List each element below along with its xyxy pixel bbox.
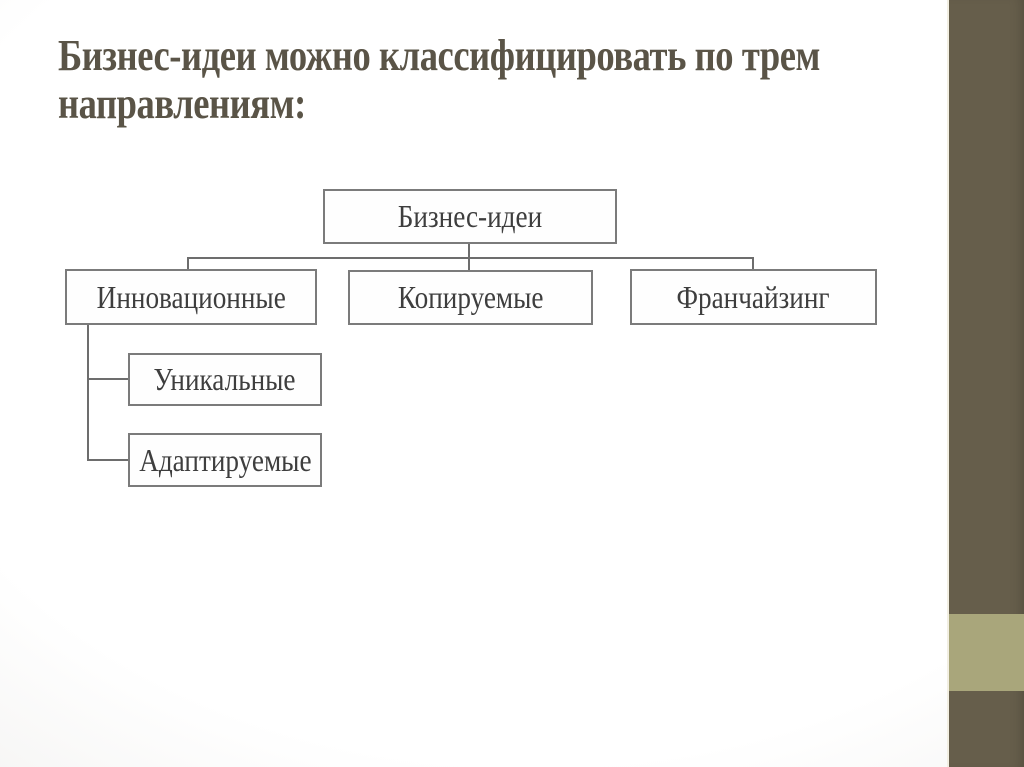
node-franchise: Франчайзинг <box>630 269 877 325</box>
node-adaptable-label: Адаптируемые <box>138 441 312 478</box>
connector-innovative-vertical <box>87 325 89 461</box>
connector-stub-adaptable <box>87 459 128 461</box>
node-unique-label: Уникальные <box>154 361 296 397</box>
node-business-ideas: Бизнес-идеи <box>323 189 617 244</box>
connector-stub-unique <box>87 378 128 380</box>
slide-title-line1: Бизнес-идеи можно классифицировать по тр… <box>58 31 820 80</box>
org-chart-canvas: Бизнес-идеи Инновационные Копируемые Фра… <box>60 162 948 520</box>
connector-horizontal-bus <box>187 257 754 259</box>
slide-title: Бизнес-идеи можно классифицировать по тр… <box>58 32 820 128</box>
node-franchise-label: Франчайзинг <box>676 278 831 315</box>
node-innovative: Инновационные <box>65 269 317 325</box>
node-business-ideas-label: Бизнес-идеи <box>397 198 543 234</box>
node-copyable-label: Копируемые <box>397 279 544 315</box>
node-innovative-label: Инновационные <box>96 278 286 315</box>
side-accent-band <box>947 0 1024 767</box>
node-unique: Уникальные <box>128 353 322 406</box>
connector-drop-franchise <box>752 257 754 269</box>
node-copyable: Копируемые <box>348 270 593 325</box>
slide-title-line2: направлениям: <box>58 79 306 128</box>
connector-drop-innovative <box>187 257 189 269</box>
accent-square <box>949 614 1024 691</box>
node-adaptable: Адаптируемые <box>128 433 322 487</box>
